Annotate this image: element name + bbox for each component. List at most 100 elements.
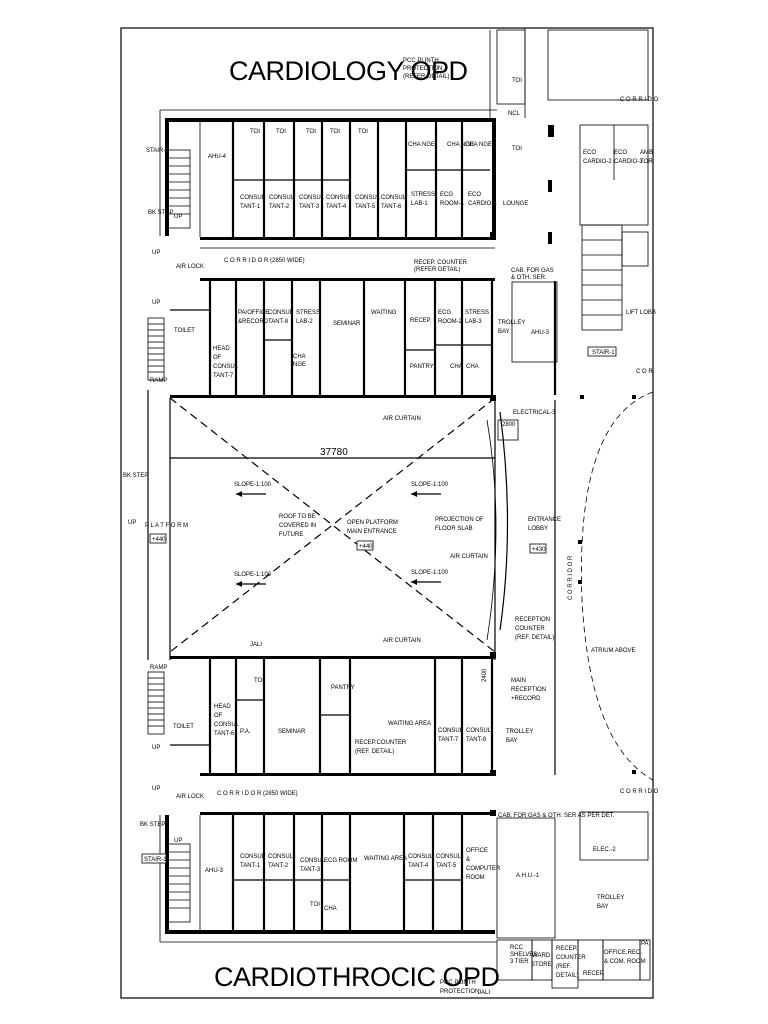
stress-lab-3-b: LAB-3 (465, 319, 482, 325)
platform-bkstep: BK STEP (123, 473, 148, 479)
main-entrance-level: +440 (359, 544, 373, 550)
reception-counter-b: COUNTER (515, 626, 545, 632)
office-computer-a: OFFICE (466, 848, 488, 854)
jali-bottom: JALI (478, 990, 490, 996)
air-curtain-mid: AIR CURTAIN (450, 554, 488, 560)
main-reception-c: +RECORD (511, 696, 541, 702)
recep-counter-bottom-b: (REF. DETAIL) (355, 749, 394, 755)
right-ncl: NCL (508, 111, 521, 117)
room-consultant-4-bottom-b: TANT-4 (408, 863, 429, 869)
change-top-south-2: CHA (450, 364, 463, 370)
room-consultant-2-bottom: CONSUL (268, 854, 294, 860)
room-lounge: LOUNGE (503, 201, 528, 207)
room-eco-cardio-1-b: CARDIO-1 (468, 201, 497, 207)
wall-top-north (165, 118, 495, 122)
room-toi-5: TOI (358, 129, 368, 135)
wall-top-south (200, 237, 495, 240)
room-eco-cardio-1: ECO (468, 192, 481, 198)
stair-2 (167, 149, 191, 229)
right-toi-b: TOI (512, 146, 522, 152)
room-consultant-3-bottom: CONSUL (300, 858, 326, 864)
head-consultant-6-a: HEAD (214, 704, 231, 710)
eco-cardio-2-a: ECO (583, 150, 596, 156)
bottom-up-1: UP (152, 745, 160, 751)
waiting-top: WAITING (371, 310, 397, 316)
title-cardiology-opd: CARDIOLOGY OPD (229, 56, 468, 86)
seminar-bottom: SEMINAR (278, 729, 306, 735)
bottom-wing-partitions (199, 815, 464, 930)
pa-bottom-right: PA (641, 941, 649, 947)
open-platform-b: MAIN ENTRANCE (347, 529, 397, 535)
right-toi-a: TOI (512, 78, 522, 84)
room-consultant-4-top-b: TANT-4 (326, 204, 347, 210)
room-consultant-1-bottom: CONSUL (240, 854, 266, 860)
ramp-steps-bottom (147, 671, 165, 735)
slope-d: SLOPE-1:100 (411, 570, 449, 576)
lower-corridor-label: C O R R I D O R (2850 WIDE) (217, 791, 298, 797)
toi-bottom-north: TOI (254, 678, 264, 684)
room-consultant-4-top: CONSUL (326, 195, 352, 201)
ecg-room-2-b: ROOM-2 (438, 319, 463, 325)
ward-store-a: WARD (532, 953, 551, 959)
top-up-label-3: UP (152, 300, 160, 306)
room-change-2: CHA NGE (447, 142, 474, 148)
room-toi-3: TOI (306, 129, 316, 135)
eco-cardio-2-b: CARDIO-2 (583, 159, 612, 165)
wall-top-west (165, 118, 169, 236)
upper-corridor-label: C O R R I D O R (2850 WIDE) (224, 258, 305, 264)
ward-store-b: STORE (531, 962, 552, 968)
head-consultant-7-c: CONSUL (213, 364, 239, 370)
room-stress-lab-1-b: LAB-1 (411, 201, 428, 207)
room-toi-4: TOI (330, 129, 340, 135)
sheet-border (120, 27, 654, 999)
bottom-toilet-label: TOILET (173, 724, 194, 730)
bottom-bkstep: BK STEP (140, 822, 165, 828)
waiting-area-bottom-north: WAITING AREA (388, 721, 431, 727)
room-consultant-3-top-b: TANT-3 (299, 204, 320, 210)
dim-2800: 2800 (502, 422, 516, 428)
room-consultant-5-bottom-b: TANT-5 (436, 863, 457, 869)
bottom-right-block (496, 811, 651, 989)
waiting-area-bottom: WAITING AREA (364, 856, 407, 862)
atrium-above: ATRIUM ABOVE (591, 648, 636, 654)
recep-counter-note-top-b: (REFER DETAIL) (414, 267, 461, 273)
stress-lab-2-a: STRESS (296, 310, 320, 316)
bottom-north-partitions (170, 659, 494, 773)
head-consultant-7-b: OF (213, 355, 222, 361)
top-wing-partitions (199, 122, 490, 237)
top-stair2-label: STAIR-2 (146, 148, 169, 154)
head-consultant-7-a: HEAD (213, 346, 230, 352)
seminar-top: SEMINAR (333, 321, 361, 327)
dimension-37780: 37780 (320, 447, 348, 458)
amb-tor-a: AMB (640, 150, 653, 156)
elec-2-label: ELEC.-2 (593, 847, 616, 853)
roof-note-a: ROOF TO BE (279, 514, 316, 520)
column-markers (490, 125, 636, 816)
bottom-up-2: UP (152, 786, 160, 792)
office-computer-c: COMPUTER (466, 866, 501, 872)
main-reception-a: MAIN (511, 678, 526, 684)
open-platform-a: OPEN PLATFORM (347, 520, 398, 526)
consultant-7-bottom-b: TANT-7 (438, 737, 459, 743)
room-consultant-6-top-b: TANT-6 (381, 204, 402, 210)
room-consultant-3-top: CONSUL (299, 195, 325, 201)
platform-area (147, 390, 654, 781)
pcc-note-top-2: PROTECTION (403, 66, 442, 72)
room-consultant-1-top-b: TANT-1 (240, 204, 261, 210)
room-ecg-bottom: ECG ROOM (324, 858, 357, 864)
room-ecg-room-1-b: ROOM-1 (440, 201, 465, 207)
air-curtain-bottom: AIR CURTAIN (383, 638, 421, 644)
room-stress-lab-1: STRESS (411, 192, 435, 198)
top-airlock-label: AIR LOCK (176, 264, 204, 270)
rcc-shelves-a: RCC (510, 945, 524, 951)
ahu-1-label: A.H.U.-1 (516, 873, 540, 879)
slope-a: SLOPE-1:100 (234, 482, 272, 488)
recep-counter-note-top: RECEP. COUNTER (414, 260, 468, 266)
stair-1-bottom (167, 843, 191, 923)
bottom-up-3: UP (174, 838, 182, 844)
top-ramp-label: RAMP (150, 378, 167, 384)
head-consultant-6-b: OF (214, 713, 223, 719)
pcc-note-bottom-1: PCC PLINTH (440, 980, 476, 986)
stress-lab-2-b: LAB-2 (296, 319, 313, 325)
corridor-right-top: C O R R I D O (620, 97, 659, 103)
